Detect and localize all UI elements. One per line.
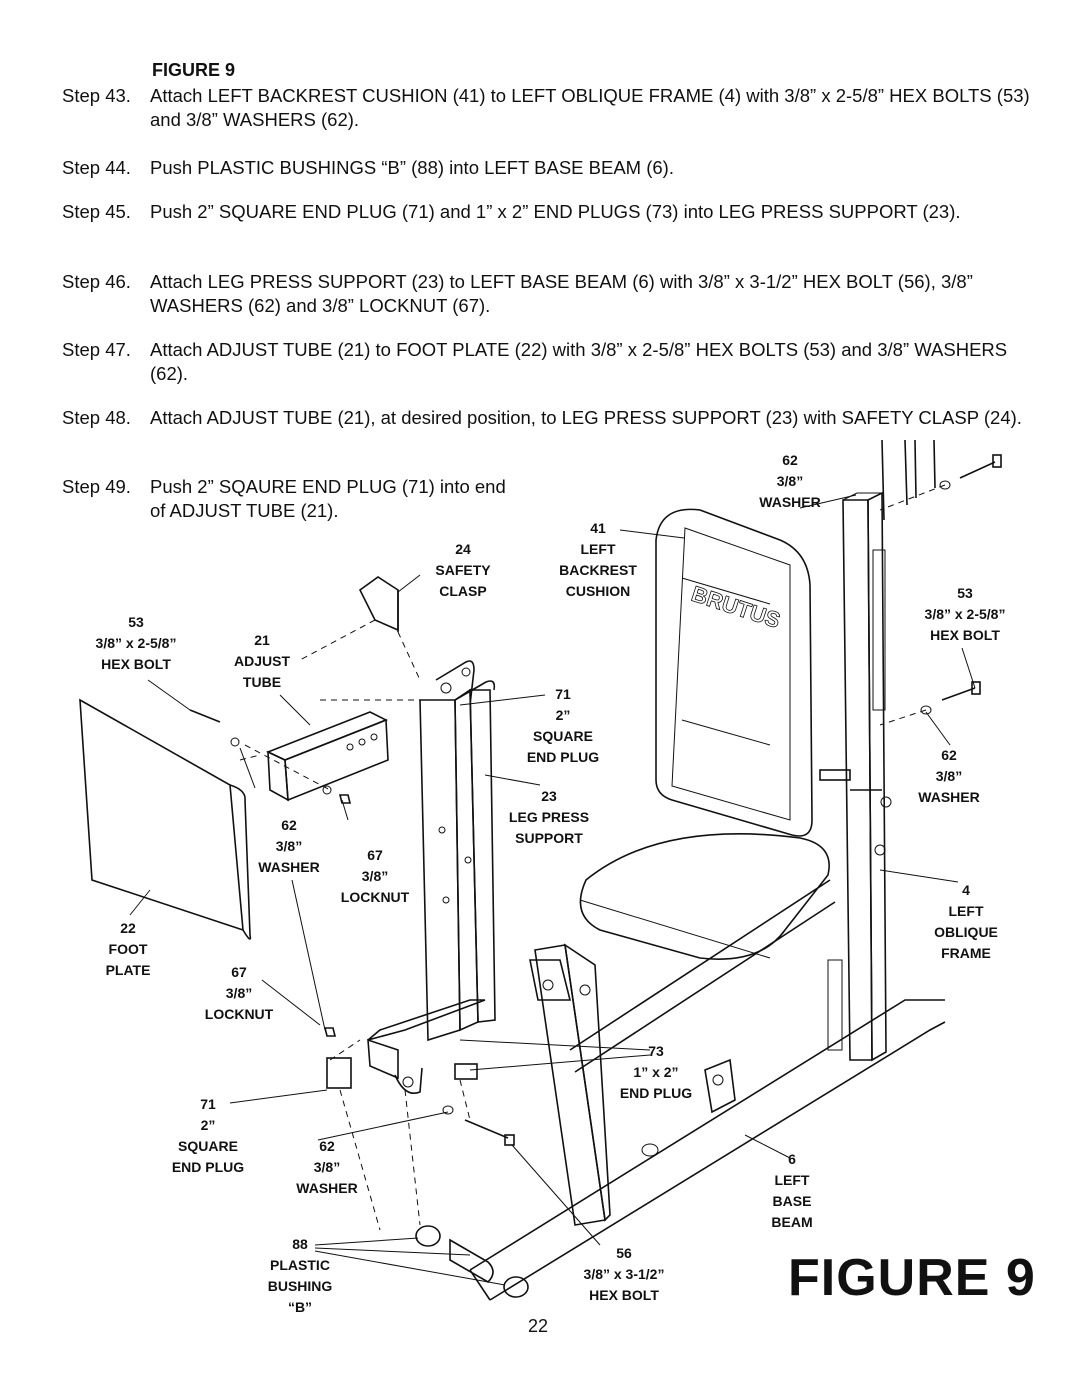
figure-heading: FIGURE 9 (152, 60, 236, 80)
step-text: Attach LEFT BACKREST CUSHION (41) to LEF… (150, 85, 1030, 130)
leg-press-support (367, 660, 496, 1094)
leader-lines (129, 494, 976, 1286)
step-number: Step 47. (62, 339, 131, 360)
figure-caption: FIGURE 9 (788, 1249, 1036, 1307)
assembly-lines (239, 484, 946, 1231)
step-text: Push PLASTIC BUSHINGS “B” (88) into LEFT… (150, 157, 674, 178)
safety-clasp (358, 576, 399, 632)
step-text: Attach ADJUST TUBE (21), at desired posi… (150, 407, 1022, 428)
left-oblique-frame (827, 439, 936, 1062)
adjust-tube (265, 711, 389, 802)
step-text: Push 2” SQAURE END PLUG (71) into end of… (150, 476, 506, 521)
step-number: Step 43. (62, 85, 131, 106)
step-number: Step 46. (62, 271, 131, 292)
step-text: Attach LEG PRESS SUPPORT (23) to LEFT BA… (150, 271, 973, 316)
step-number: Step 45. (62, 201, 131, 222)
step-text: Push 2” SQUARE END PLUG (71) and 1” x 2”… (150, 201, 961, 222)
foot-plate (79, 698, 252, 940)
page-number: 22 (528, 1316, 549, 1336)
step-number: Step 44. (62, 157, 131, 178)
step-text: Attach ADJUST TUBE (21) to FOOT PLATE (2… (150, 339, 1008, 384)
step-number: Step 49. (62, 476, 131, 497)
left-base-beam (469, 879, 946, 1301)
step-number: Step 48. (62, 407, 131, 428)
backrest-cushion (579, 508, 851, 960)
brand-mark: BRUTUS (688, 581, 783, 633)
